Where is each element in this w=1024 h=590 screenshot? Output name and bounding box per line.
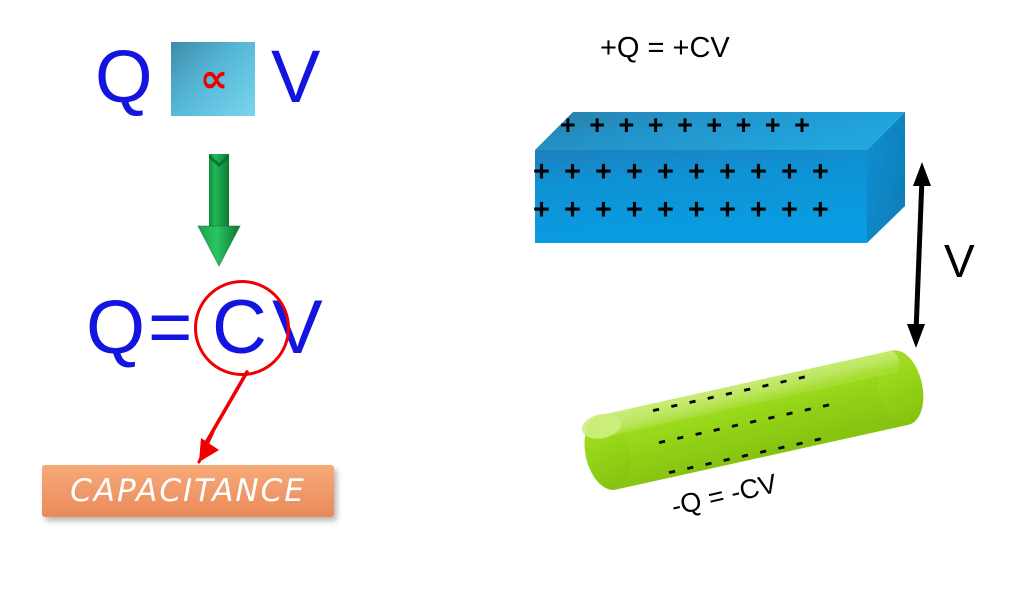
proportionality-q-term: Q (95, 35, 153, 118)
positive-sign-row-2: + + + + + + + + + + (533, 156, 832, 188)
proportional-symbol-box: ∝ (171, 42, 255, 116)
capacitance-label: CAPACITANCE (70, 473, 306, 509)
capacitance-equation-row: Q = C V (86, 280, 366, 382)
red-pointer-arrow-icon (197, 370, 249, 464)
equation-equals-sign: = (148, 285, 193, 370)
red-highlight-circle (194, 280, 290, 376)
capacitance-callout-box[interactable]: CAPACITANCE (42, 465, 334, 517)
positive-charge-label: +Q = +CV (600, 32, 730, 64)
voltage-label: V (944, 235, 975, 287)
positive-sign-row-1: + + + + + + + + + (560, 110, 813, 140)
equation-q-term: Q (86, 285, 146, 370)
positive-sign-row-3: + + + + + + + + + + (533, 194, 832, 226)
voltage-double-arrow-icon (907, 162, 931, 348)
positive-capacitor-plate (535, 112, 905, 243)
negative-capacitor-plate (581, 350, 924, 490)
proportionality-v-term: V (271, 35, 321, 118)
proportional-to-icon: ∝ (199, 56, 228, 102)
green-down-arrow-icon (197, 154, 241, 268)
proportionality-row: Q ∝ V (95, 38, 335, 130)
